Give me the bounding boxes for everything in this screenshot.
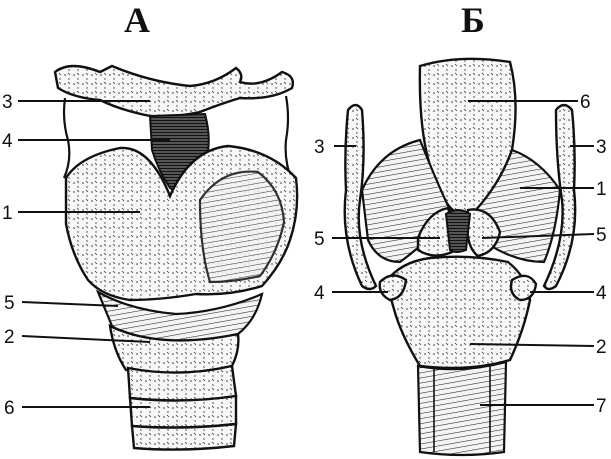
laryngeal-inlet xyxy=(446,210,470,252)
panel-b-drawing xyxy=(345,59,575,455)
label-b-2: 2 xyxy=(596,337,607,358)
cricoid-lamina-b xyxy=(386,257,530,368)
hyoid-bone-a xyxy=(55,66,293,117)
label-b-6: 6 xyxy=(580,92,591,113)
label-b-1: 1 xyxy=(596,179,607,200)
trachea-posterior xyxy=(418,362,506,455)
panel-a-drawing xyxy=(55,66,297,450)
trachea-ring-2 xyxy=(130,396,236,428)
label-a-5: 5 xyxy=(4,293,15,314)
superior-horn-left xyxy=(64,98,69,178)
label-b-3-right: 3 xyxy=(596,137,607,158)
label-a-4: 4 xyxy=(2,131,13,152)
label-b-4-left: 4 xyxy=(314,283,325,304)
label-b-5-left: 5 xyxy=(314,229,325,250)
label-a-3: 3 xyxy=(2,92,13,113)
label-a-2: 2 xyxy=(4,327,15,348)
label-a-6: 6 xyxy=(4,398,15,419)
trachea-ring-3 xyxy=(132,424,236,450)
label-a-1: 1 xyxy=(2,203,13,224)
label-b-5-right: 5 xyxy=(596,225,607,246)
label-b-4-right: 4 xyxy=(596,283,607,304)
label-b-3-left: 3 xyxy=(314,137,325,158)
inferior-horn-joint-right xyxy=(511,276,536,300)
label-b-7: 7 xyxy=(596,396,607,417)
